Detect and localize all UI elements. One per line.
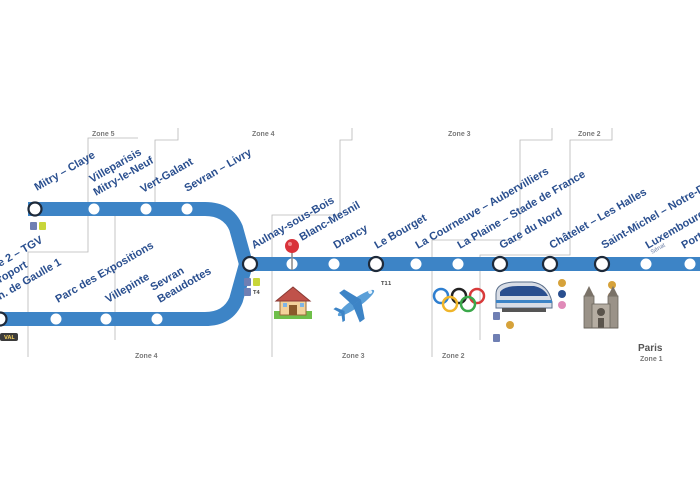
zone-label-bottom-3: Zone 3 xyxy=(342,353,365,360)
station-dot-sevran-livry[interactable] xyxy=(181,203,193,215)
station-label-mitry-claye: Mitry – Claye xyxy=(33,149,98,193)
zone-label-top-5: Zone 5 xyxy=(92,131,115,138)
station-dot-sevran-beaudottes[interactable] xyxy=(151,313,163,325)
zone-label-top-4: Zone 4 xyxy=(252,131,275,138)
station-label-villepinte: Villepinte xyxy=(104,271,152,306)
metro-icon xyxy=(558,301,566,309)
rer-icon xyxy=(493,334,500,342)
olympic-rings-icon xyxy=(432,287,486,313)
tram-t4-badge: T4 xyxy=(253,290,260,296)
station-dot-cdg-1[interactable] xyxy=(0,311,8,327)
station-dot-luxembourg[interactable] xyxy=(640,258,652,270)
metro-icon xyxy=(608,281,616,289)
val-badge: VAL xyxy=(4,335,15,341)
station-dot-port-royal[interactable] xyxy=(684,258,696,270)
rer-icon xyxy=(493,312,500,320)
zone-guide-left xyxy=(27,137,138,357)
zone-label-bottom-2: Zone 2 xyxy=(442,353,465,360)
upper-branch-track xyxy=(28,202,253,266)
zone-guide-b xyxy=(271,128,353,357)
connection-badges: T4 T11 VAL xyxy=(0,222,616,342)
station-dot-le-bourget[interactable] xyxy=(367,255,385,273)
stations-lower-branch xyxy=(0,311,163,327)
stations-upper-branch xyxy=(27,201,193,217)
round-pushpin-icon xyxy=(285,239,299,270)
station-label-drancy: Drancy xyxy=(332,222,371,251)
station-dot-parc-expositions[interactable] xyxy=(50,313,62,325)
station-label-chatelet: Châtelet – Les Halles xyxy=(548,186,649,251)
station-dot-drancy[interactable] xyxy=(328,258,340,270)
station-dot-villeparisis[interactable] xyxy=(88,203,100,215)
airplane-icon xyxy=(333,289,375,323)
zone-guide-a xyxy=(114,128,179,340)
stations-trunk xyxy=(241,255,696,273)
paris-zone-label: Zone 1 xyxy=(640,356,663,363)
zone-label-bottom-4: Zone 4 xyxy=(135,353,158,360)
station-dot-saint-michel[interactable] xyxy=(593,255,611,273)
tram-t11-badge: T11 xyxy=(381,281,392,287)
bus-icon xyxy=(253,278,260,286)
metro-icon xyxy=(558,290,566,298)
lower-branch-track xyxy=(0,262,253,326)
metro-icon xyxy=(506,321,514,329)
station-dot-villepinte[interactable] xyxy=(100,313,112,325)
house-icon xyxy=(274,286,312,319)
train-icon xyxy=(244,278,251,286)
notre-dame-cathedral-icon xyxy=(583,286,619,329)
station-dot-chatelet[interactable] xyxy=(541,255,559,273)
train-icon xyxy=(30,222,37,230)
station-dot-la-courneuve[interactable] xyxy=(410,258,422,270)
bus-icon xyxy=(244,288,251,296)
bus-icon xyxy=(39,222,46,230)
station-dot-mitry-claye[interactable] xyxy=(27,201,43,217)
station-dot-gare-du-nord[interactable] xyxy=(491,255,509,273)
zone-label-top-2: Zone 2 xyxy=(578,131,601,138)
station-dot-la-plaine[interactable] xyxy=(452,258,464,270)
station-dot-vert-galant[interactable] xyxy=(140,203,152,215)
zone-guide-c xyxy=(431,128,553,357)
station-dot-aulnay[interactable] xyxy=(241,255,259,273)
high-speed-train-icon xyxy=(495,281,553,312)
zone-label-top-3: Zone 3 xyxy=(448,131,471,138)
station-label-port-royal: Port xyxy=(680,230,700,252)
paris-label: Paris xyxy=(638,343,663,354)
val-badge-box xyxy=(0,333,18,341)
rer-b-track xyxy=(0,202,700,326)
station-label-sevran-livry: Sevran – Livry xyxy=(183,146,255,194)
metro-icon xyxy=(558,279,566,287)
